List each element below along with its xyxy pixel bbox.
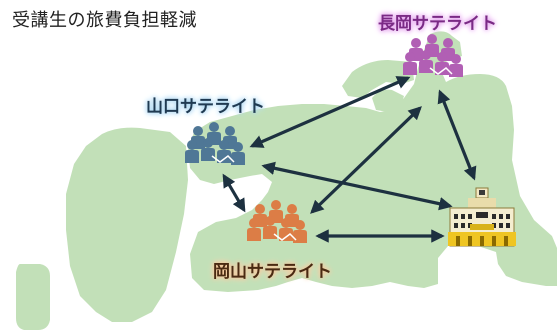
- map-land: [16, 31, 557, 330]
- yamaguchi-satellite-label: 山口サテライト: [146, 97, 265, 117]
- page-title: 受講生の旅費負担軽減: [12, 10, 197, 31]
- okayama-satellite-label: 岡山サテライト: [213, 262, 332, 282]
- university-building-icon: [448, 187, 516, 247]
- arrow-yamaguchi-university: [261, 161, 453, 211]
- arrow-yamaguchi-okayama: [222, 173, 246, 213]
- connection-arrows: [222, 76, 477, 243]
- arrow-nagaoka-university: [437, 89, 477, 181]
- nagaoka-satellite-label: 長岡サテライト: [378, 14, 497, 34]
